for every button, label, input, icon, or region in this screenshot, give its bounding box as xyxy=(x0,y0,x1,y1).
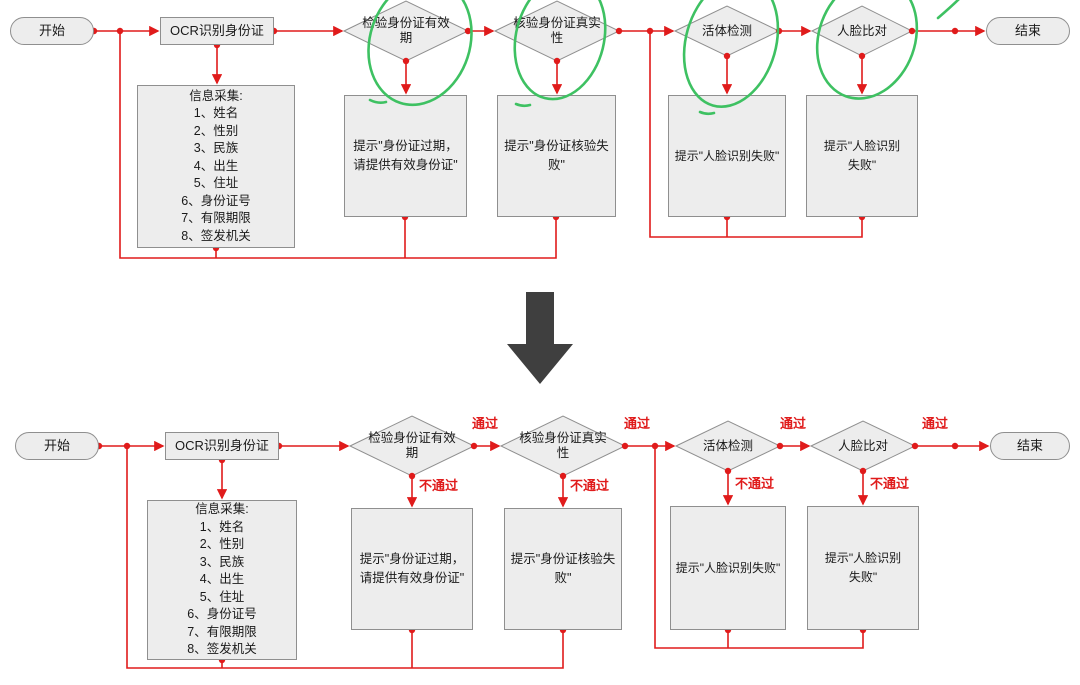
decision-liveness-label-top: 活体检测 xyxy=(701,23,752,38)
pass-label: 通过 xyxy=(922,416,949,431)
decision-authenticity-label-top: 核验身份证真实性 xyxy=(513,16,601,45)
fail-label: 不通过 xyxy=(419,478,459,493)
info-item: 1、姓名 xyxy=(193,106,239,121)
info-collection-box-top: 信息采集: 1、姓名 2、性别 3、民族 4、出生 5、住址 6、身份证号 7、… xyxy=(137,85,295,248)
prompt-face-failed-box2-top: 提示"人脸识别 失败" xyxy=(806,95,918,217)
prompt-verify-failed-box-top: 提示"身份证核验失败" xyxy=(497,95,616,217)
ocr-node-top: OCR识别身份证 xyxy=(160,17,274,45)
info-item: 2、性别 xyxy=(193,123,239,138)
fail-label: 不通过 xyxy=(570,478,610,493)
end-node-bottom: 结束 xyxy=(990,432,1070,460)
info-item: 6、身份证号 xyxy=(187,607,257,622)
pass-label: 通过 xyxy=(624,416,651,431)
top-connectors xyxy=(94,25,986,259)
end-node-top: 结束 xyxy=(986,17,1070,45)
prompt-expired-box-top: 提示"身份证过期， 请提供有效身份证" xyxy=(344,95,467,217)
pass-label: 通过 xyxy=(472,416,499,431)
decision-face-compare-label-top: 人脸比对 xyxy=(836,23,887,38)
pass-label: 通过 xyxy=(780,416,807,431)
start-node-top: 开始 xyxy=(10,17,94,45)
fail-label: 不通过 xyxy=(870,476,910,491)
big-down-arrow xyxy=(507,292,573,384)
info-title: 信息采集: xyxy=(195,502,249,517)
info-item: 3、民族 xyxy=(199,554,245,569)
info-item: 5、住址 xyxy=(193,176,239,191)
fail-label: 不通过 xyxy=(735,476,775,491)
info-item: 8、签发机关 xyxy=(181,228,251,243)
info-item: 4、出生 xyxy=(193,158,239,173)
info-item: 2、性别 xyxy=(199,537,245,552)
start-node-bottom: 开始 xyxy=(15,432,99,460)
info-item: 7、有限期限 xyxy=(181,211,251,226)
decision-face-compare-label-bottom: 人脸比对 xyxy=(837,438,888,453)
info-item: 4、出生 xyxy=(199,572,245,587)
decision-validity-label-bottom: 检验身份证有效期 xyxy=(368,431,456,460)
prompt-face-failed-box-bottom: 提示"人脸识别失败" xyxy=(670,506,786,630)
info-item: 7、有限期限 xyxy=(187,624,257,639)
bottom-decision-shapes xyxy=(348,415,917,477)
info-item: 1、姓名 xyxy=(199,519,245,534)
prompt-verify-failed-box-bottom: 提示"身份证核验失败" xyxy=(504,508,622,630)
prompt-expired-box-bottom: 提示"身份证过期， 请提供有效身份证" xyxy=(351,508,473,630)
info-item: 5、住址 xyxy=(199,589,245,604)
prompt-face-failed-box-top: 提示"人脸识别失败" xyxy=(668,95,786,217)
info-collection-box-bottom: 信息采集: 1、姓名 2、性别 3、民族 4、出生 5、住址 6、身份证号 7、… xyxy=(147,500,297,660)
bottom-connectors xyxy=(99,440,990,669)
prompt-face-failed-box2-bottom: 提示"人脸识别 失败" xyxy=(807,506,919,630)
ocr-node-bottom: OCR识别身份证 xyxy=(165,432,279,460)
info-item: 6、身份证号 xyxy=(181,193,251,208)
decision-validity-label-top: 检验身份证有效期 xyxy=(362,16,450,45)
info-title: 信息采集: xyxy=(189,88,243,103)
info-item: 8、签发机关 xyxy=(187,642,257,657)
info-item: 3、民族 xyxy=(193,141,239,156)
decision-liveness-label-bottom: 活体检测 xyxy=(702,438,753,453)
decision-authenticity-label-bottom: 核验身份证真实性 xyxy=(519,431,607,460)
